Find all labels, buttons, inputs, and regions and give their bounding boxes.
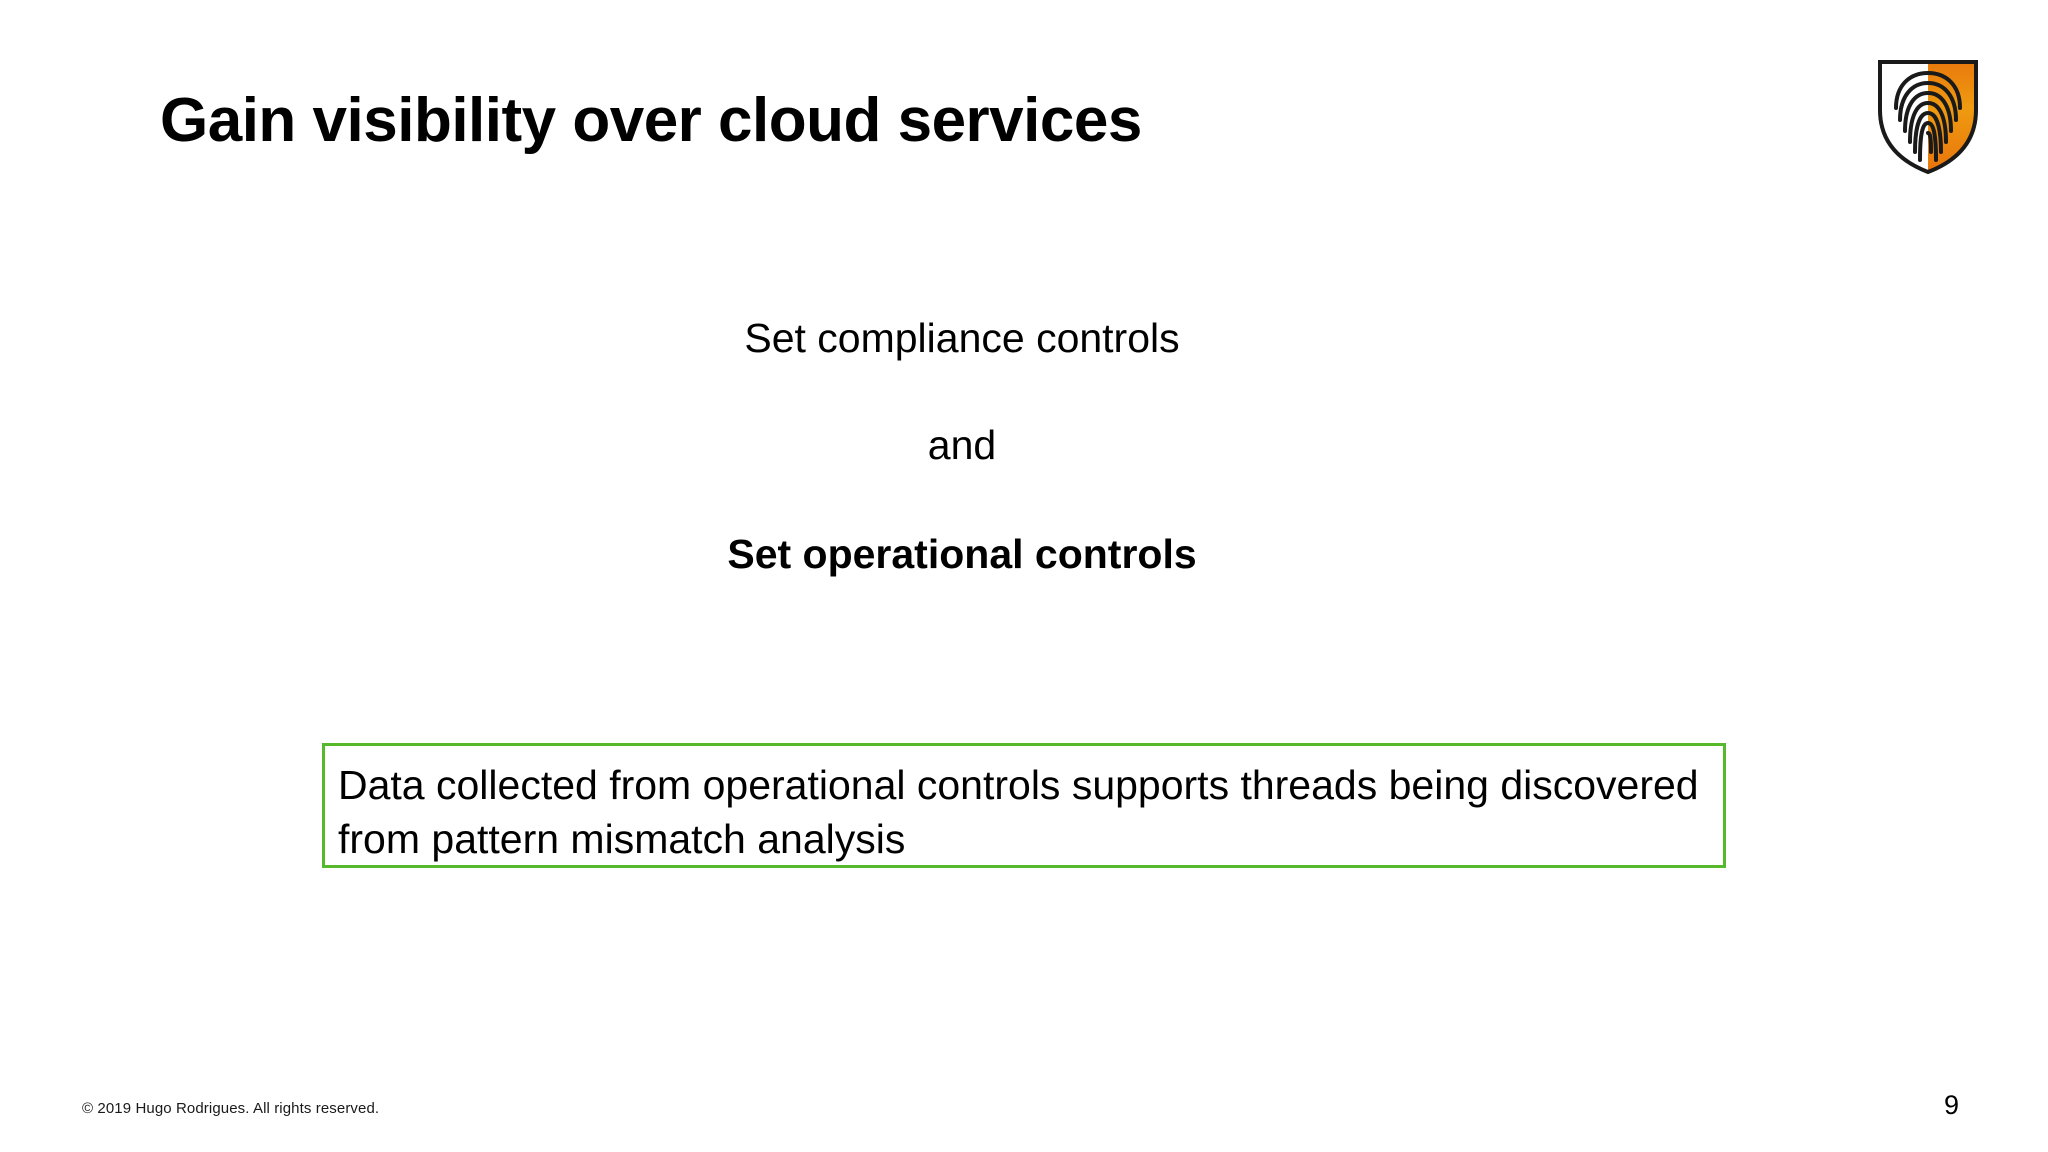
page-title: Gain visibility over cloud services: [160, 86, 1142, 155]
shield-outline: [1878, 60, 1978, 175]
callout-text: Data collected from operational controls…: [338, 762, 1699, 862]
statement-block: Set compliance controls and Set operatio…: [0, 318, 1924, 575]
fingerprint-ridges: [1894, 70, 1962, 162]
footer-copyright: © 2019 Hugo Rodrigues. All rights reserv…: [82, 1100, 380, 1117]
statement-line-operational: Set operational controls: [727, 531, 1197, 577]
statement-line-compliance: Set compliance controls: [744, 315, 1180, 361]
callout-box: Data collected from operational controls…: [322, 743, 1726, 868]
statement-connector-and: and: [927, 422, 997, 468]
shield-fingerprint-logo: [1872, 52, 1984, 176]
page-number: 9: [1944, 1090, 1960, 1120]
